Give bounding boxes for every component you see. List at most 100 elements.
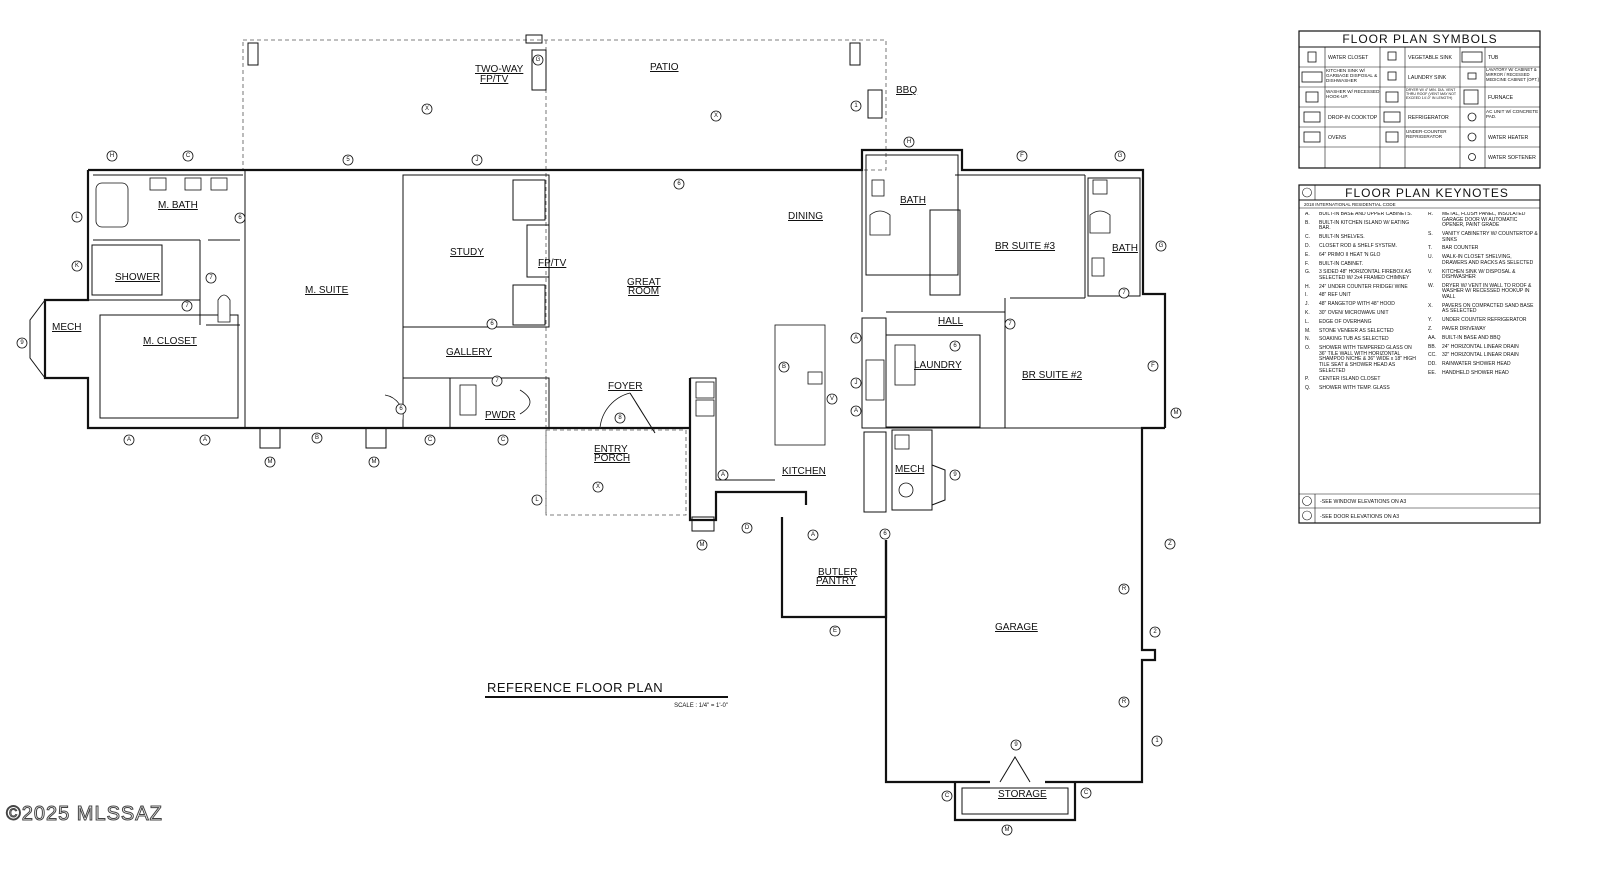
- symbol-label: KITCHEN SINK W/ GARBAGE DISPOSAL & DISHW…: [1326, 68, 1378, 84]
- label-storage: STORAGE: [998, 789, 1047, 800]
- label-fp-tv: FP/TV: [538, 258, 567, 269]
- symbol-label: TUB: [1488, 55, 1499, 61]
- water-heater-icon: [1467, 132, 1477, 142]
- tag: A: [807, 529, 819, 541]
- keynote-code: X.: [1428, 302, 1433, 309]
- keynote-marker-icon: [1302, 187, 1312, 198]
- tag: G: [1155, 240, 1167, 252]
- keynote-code: D.: [1305, 242, 1310, 249]
- keynote-text: 3 SIDED 48" HORIZONTAL FIREBOX AS SELECT…: [1319, 269, 1412, 281]
- label-porch: PORCH: [594, 453, 630, 464]
- tag: 9: [949, 469, 961, 481]
- keynote-code: BB.: [1428, 343, 1437, 350]
- keynote-code: EE.: [1428, 369, 1437, 376]
- svg-text:7: 7: [1008, 321, 1012, 327]
- keynotes-left-column: A.BUILT-IN BASE AND UPPER CABINETS.B.BUI…: [1305, 212, 1417, 392]
- exterior-walls: [29, 148, 1167, 822]
- plan-title-block: REFERENCE FLOOR PLAN SCALE : 1/4" = 1'-0…: [485, 680, 728, 709]
- label-laundry: LAUNDRY: [914, 360, 962, 371]
- keynote-text: CENTER ISLAND CLOSET: [1319, 376, 1381, 383]
- keynote-tags: H C 5 J 6 G X X 1 H F G G L K 9 6 7 7 6 …: [16, 54, 1182, 836]
- svg-text:6: 6: [238, 215, 242, 221]
- svg-text:8: 8: [618, 415, 622, 421]
- dryer-icon: [1385, 91, 1399, 103]
- keynote-item: E.64" PRIMO II HEAT 'N GLO: [1305, 251, 1417, 259]
- cooktop-icon: [1303, 111, 1321, 123]
- label-br-suite-2: BR SUITE #2: [1022, 370, 1082, 381]
- keynote-item: G.3 SIDED 48" HORIZONTAL FIREBOX AS SELE…: [1305, 269, 1417, 281]
- svg-text:G: G: [536, 57, 541, 63]
- ovens-icon: [1303, 131, 1321, 143]
- tag: X: [592, 481, 604, 493]
- furnace-icon: [1463, 89, 1479, 105]
- label-gallery: GALLERY: [446, 347, 492, 358]
- keynote-item: M.STONE VENEER AS SELECTED: [1305, 327, 1417, 335]
- label-garage: GARAGE: [995, 622, 1038, 633]
- keynote-text: EDGE OF OVERHANG: [1319, 318, 1372, 325]
- svg-text:V: V: [830, 396, 834, 402]
- under-counter-refrigerator-icon: [1385, 131, 1399, 143]
- keynote-item: B.BUILT-IN KITCHEN ISLAND W/ EATING BAR.: [1305, 220, 1417, 232]
- svg-text:Z: Z: [1168, 541, 1172, 547]
- tag: 6: [879, 528, 891, 540]
- tag: M: [1170, 407, 1182, 419]
- keynote-item: CC.32" HORIZONTAL LINEAR DRAIN: [1428, 353, 1538, 359]
- water-softener-icon: [1468, 153, 1476, 161]
- tag: Z: [1164, 538, 1176, 550]
- keynote-text: STONE VENEER AS SELECTED: [1319, 327, 1394, 334]
- tag: M: [264, 456, 276, 468]
- keynote-code: Z.: [1428, 326, 1433, 332]
- svg-text:7: 7: [495, 378, 499, 384]
- keynote-text: 24" UNDER COUNTER FRIDGE/ WINE: [1319, 283, 1408, 290]
- keynote-code: A.: [1305, 212, 1310, 217]
- tag: H: [106, 150, 118, 162]
- keynotes-right-column: R.METAL, FLUSH PANEL, INSULATED GARAGE D…: [1428, 212, 1538, 377]
- label-butler: BUTLER: [818, 567, 857, 578]
- symbol-label: VEGETABLE SINK: [1408, 55, 1453, 61]
- label-two-way: TWO-WAY: [475, 64, 524, 75]
- keynote-text: UNDER COUNTER REFRIGERATOR: [1442, 317, 1527, 324]
- keynote-item: L.EDGE OF OVERHANG: [1305, 318, 1417, 326]
- tag: J: [850, 377, 862, 389]
- vegetable-sink-icon: [1387, 51, 1397, 61]
- keynote-item: P.CENTER ISLAND CLOSET: [1305, 377, 1417, 383]
- keynote-item: J.48" RANGETOP WITH 48" HOOD: [1305, 302, 1417, 308]
- keynote-text: BUILT-IN CABINET.: [1319, 260, 1364, 267]
- keynote-text: BAR COUNTER: [1442, 245, 1479, 252]
- symbol-label: LAUNDRY SINK: [1408, 75, 1447, 81]
- keynote-item: R.METAL, FLUSH PANEL, INSULATED GARAGE D…: [1428, 212, 1538, 229]
- symbol-label: REFRIGERATOR: [1408, 115, 1449, 121]
- label-bath-right: BATH: [1112, 243, 1138, 254]
- keynote-text: 64" PRIMO II HEAT 'N GLO: [1319, 251, 1381, 258]
- keynote-item: C.BUILT-IN SHELVES.: [1305, 235, 1417, 241]
- tag: D: [741, 522, 753, 534]
- symbol-label: DROP-IN COOKTOP: [1328, 115, 1378, 121]
- svg-text:C: C: [945, 793, 950, 799]
- symbols-title: FLOOR PLAN SYMBOLS: [1342, 32, 1497, 46]
- keynote-text: SOAKING TUB AS SELECTED: [1319, 336, 1389, 343]
- svg-text:M: M: [1005, 827, 1010, 833]
- refrigerator-icon: [1383, 111, 1401, 123]
- label-m-suite: M. SUITE: [305, 285, 349, 296]
- laundry-sink-icon: [1387, 71, 1397, 81]
- label-fp-tv-top: FP/TV: [480, 74, 509, 85]
- keynotes-code: 2018 INTERNATIONAL RESIDENTIAL CODE: [1304, 202, 1396, 207]
- svg-text:M: M: [268, 459, 273, 465]
- tag: K: [71, 260, 83, 272]
- tag: 6: [486, 318, 498, 330]
- tag: R: [1118, 696, 1130, 708]
- keynote-text: PAVERS ON COMPACTED SAND BASE AS SELECTE…: [1442, 302, 1534, 315]
- svg-text:A: A: [127, 437, 131, 443]
- label-mech-left: MECH: [52, 322, 81, 333]
- label-entry: ENTRY: [594, 444, 628, 455]
- label-bbq: BBQ: [896, 85, 917, 96]
- svg-text:C: C: [428, 437, 433, 443]
- symbol-label: DRYER W/ 4" MIN. DIA. VENT THRU ROOF (VE…: [1406, 88, 1457, 101]
- keynote-item: Q.SHOWER WITH TEMP. GLASS: [1305, 385, 1417, 392]
- keynote-code: J.: [1305, 301, 1309, 308]
- svg-text:A: A: [854, 335, 858, 341]
- tag: R: [1118, 583, 1130, 595]
- label-hall: HALL: [938, 316, 963, 327]
- svg-text:2: 2: [1153, 629, 1157, 635]
- tag: A: [850, 332, 862, 344]
